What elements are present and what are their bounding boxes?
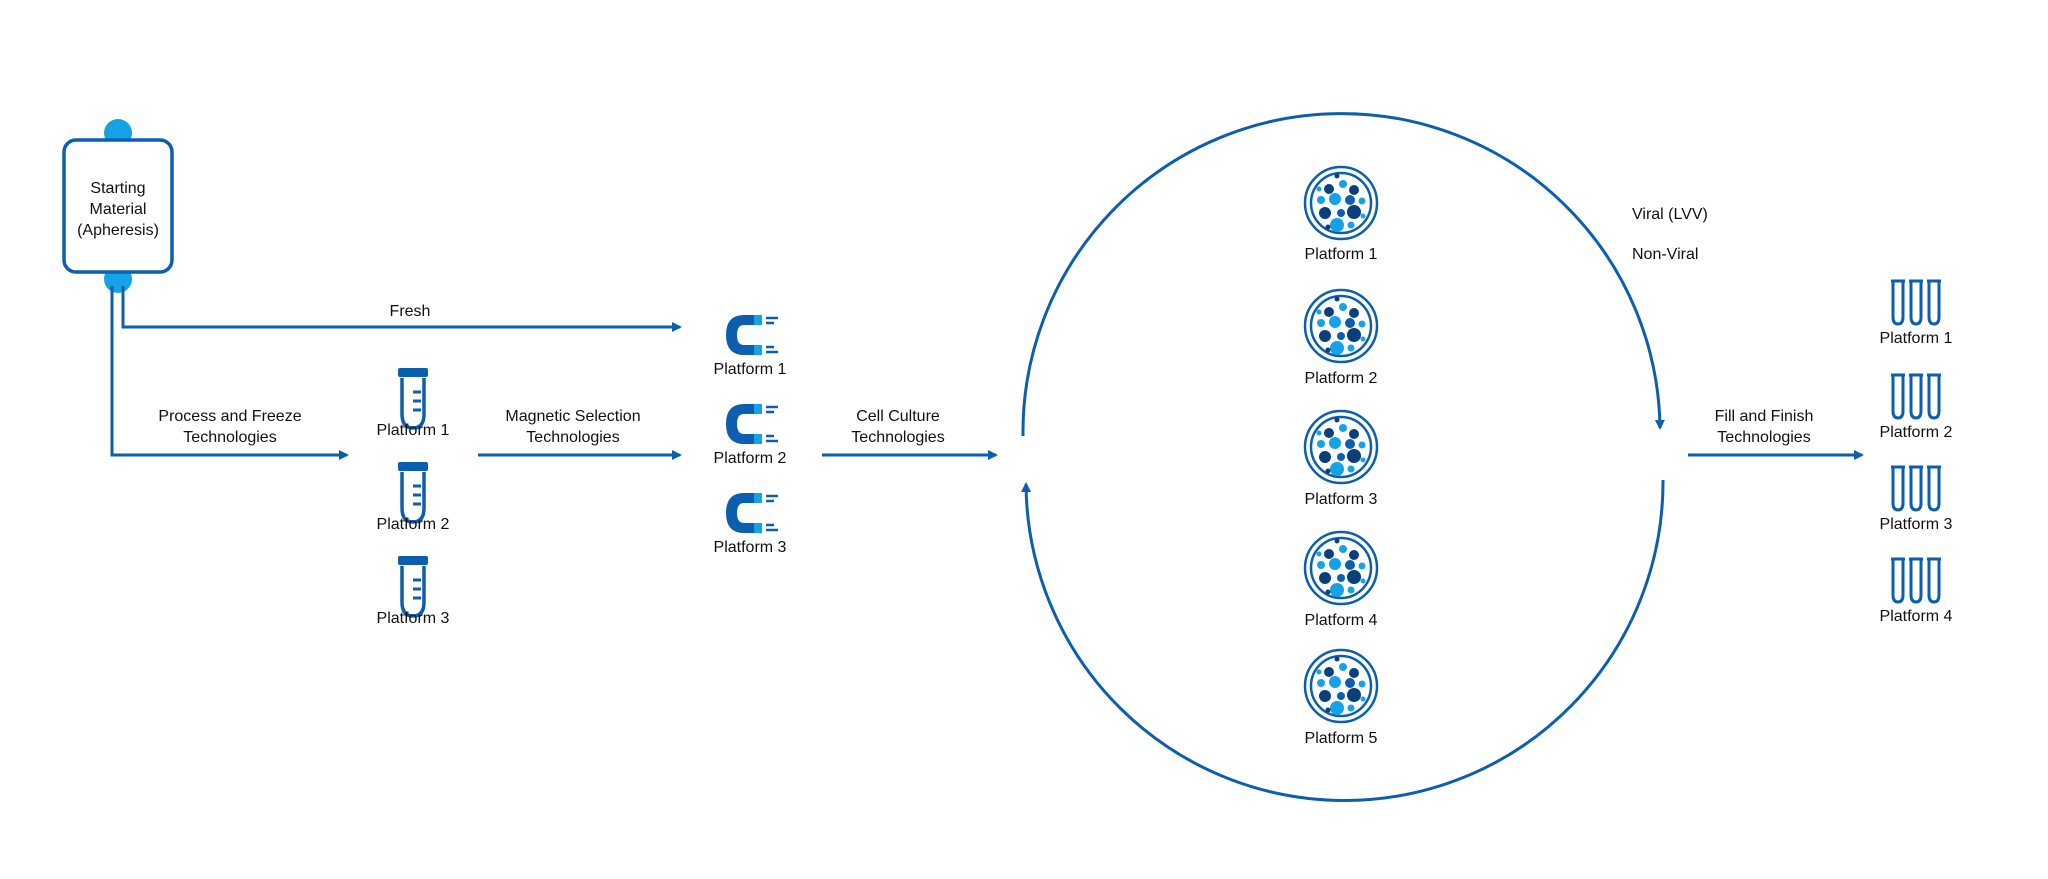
fill-finish-label-line2: Technologies — [1717, 429, 1810, 446]
cell-culture-label-line1: Cell Culture — [856, 408, 940, 425]
fill-platform-4-label: Platform 4 — [1880, 608, 1953, 625]
culture-platform-4: Platform 4 — [1303, 530, 1379, 629]
culture-platform-3-label: Platform 3 — [1305, 491, 1378, 508]
magnetic-platforms: Platform 1 Platform 2 Platform 3 — [714, 313, 787, 556]
culture-cycle — [1021, 112, 1665, 802]
fill-platform-2: Platform 2 — [1880, 373, 1953, 441]
magnet-icon — [724, 402, 780, 446]
culture-platform-3: Platform 3 — [1303, 409, 1379, 508]
magnetic-selection-flow: Magnetic Selection Technologies — [478, 408, 682, 460]
process-freeze-label-line1: Process and Freeze — [158, 408, 301, 425]
fill-finish-label-line1: Fill and Finish — [1715, 408, 1814, 425]
test-tubes-icon — [1889, 279, 1943, 326]
test-tubes-icon — [1889, 465, 1943, 512]
culture-platform-5: Platform 5 — [1303, 648, 1379, 747]
viral-lvv-label: Viral (LVV) — [1632, 206, 1708, 223]
starting-material-line3: (Apheresis) — [77, 222, 159, 239]
magnetic-platform-3-label: Platform 3 — [714, 539, 787, 556]
culture-platform-2-label: Platform 2 — [1305, 370, 1378, 387]
petri-dish-icon — [1303, 409, 1379, 485]
process-freeze-flow: Process and Freeze Technologies — [110, 286, 349, 460]
culture-platform-1: Platform 1 — [1303, 165, 1379, 263]
fill-platform-3-label: Platform 3 — [1880, 516, 1953, 533]
magnetic-platform-1: Platform 1 — [714, 313, 787, 378]
magnetic-platform-1-label: Platform 1 — [714, 361, 787, 378]
fill-platform-2-label: Platform 2 — [1880, 424, 1953, 441]
freeze-platforms: Platform 1 Platform 2 Platform 3 — [377, 366, 450, 627]
test-tubes-icon — [1889, 557, 1943, 604]
petri-dish-icon — [1303, 530, 1379, 606]
cryovial-icon — [396, 460, 430, 524]
freeze-platform-3-label: Platform 3 — [377, 610, 450, 627]
petri-dish-icon — [1303, 288, 1379, 364]
freeze-platform-3: Platform 3 — [377, 554, 450, 627]
magnetic-platform-3: Platform 3 — [714, 491, 787, 556]
fill-platform-1-label: Platform 1 — [1880, 330, 1953, 347]
starting-material-line1: Starting — [90, 180, 145, 197]
transduction-options: Viral (LVV) Non-Viral — [1632, 206, 1708, 263]
fill-platform-3: Platform 3 — [1880, 465, 1953, 533]
magnetic-selection-label-line1: Magnetic Selection — [505, 408, 640, 425]
iv-bag-icon — [62, 138, 174, 274]
magnet-icon — [724, 313, 780, 357]
magnet-icon — [724, 491, 780, 535]
fresh-label: Fresh — [390, 303, 431, 320]
freeze-platform-2: Platform 2 — [377, 460, 450, 533]
magnetic-platform-2-label: Platform 2 — [714, 450, 787, 467]
fresh-arrow — [121, 286, 682, 332]
cycle-upper-arc — [1021, 112, 1665, 437]
culture-platform-4-label: Platform 4 — [1305, 612, 1378, 629]
culture-platform-2: Platform 2 — [1303, 288, 1379, 387]
fill-platform-4: Platform 4 — [1880, 557, 1953, 625]
fresh-flow: Fresh — [121, 286, 682, 332]
cell-culture-label-line2: Technologies — [851, 429, 944, 446]
magnetic-selection-label-line2: Technologies — [526, 429, 619, 446]
petri-dish-icon — [1303, 648, 1379, 724]
cryovial-icon — [396, 554, 430, 618]
starting-material-line2: Material — [90, 201, 147, 218]
test-tubes-icon — [1889, 373, 1943, 420]
fill-finish-flow: Fill and Finish Technologies — [1688, 408, 1864, 460]
cryovial-icon — [396, 366, 430, 430]
non-viral-label: Non-Viral — [1632, 246, 1698, 263]
process-freeze-arrow — [110, 286, 349, 460]
culture-platforms: Platform 1 Platform 2 Platform 3 Platfor… — [1303, 165, 1379, 747]
freeze-platform-2-label: Platform 2 — [377, 516, 450, 533]
magnetic-platform-2: Platform 2 — [714, 402, 787, 467]
culture-platform-5-label: Platform 5 — [1305, 730, 1378, 747]
starting-material-node: Starting Material (Apheresis) — [62, 119, 174, 293]
cell-culture-flow: Cell Culture Technologies — [822, 408, 998, 460]
fill-platforms: Platform 1 Platform 2 Platform 3 Platfor… — [1880, 279, 1953, 625]
culture-platform-1-label: Platform 1 — [1305, 246, 1378, 263]
freeze-platform-1: Platform 1 — [377, 366, 450, 439]
fill-platform-1: Platform 1 — [1880, 279, 1953, 347]
process-freeze-label-line2: Technologies — [183, 429, 276, 446]
petri-dish-icon — [1303, 165, 1379, 241]
freeze-platform-1-label: Platform 1 — [377, 422, 450, 439]
cycle-lower-arc — [1021, 479, 1665, 802]
